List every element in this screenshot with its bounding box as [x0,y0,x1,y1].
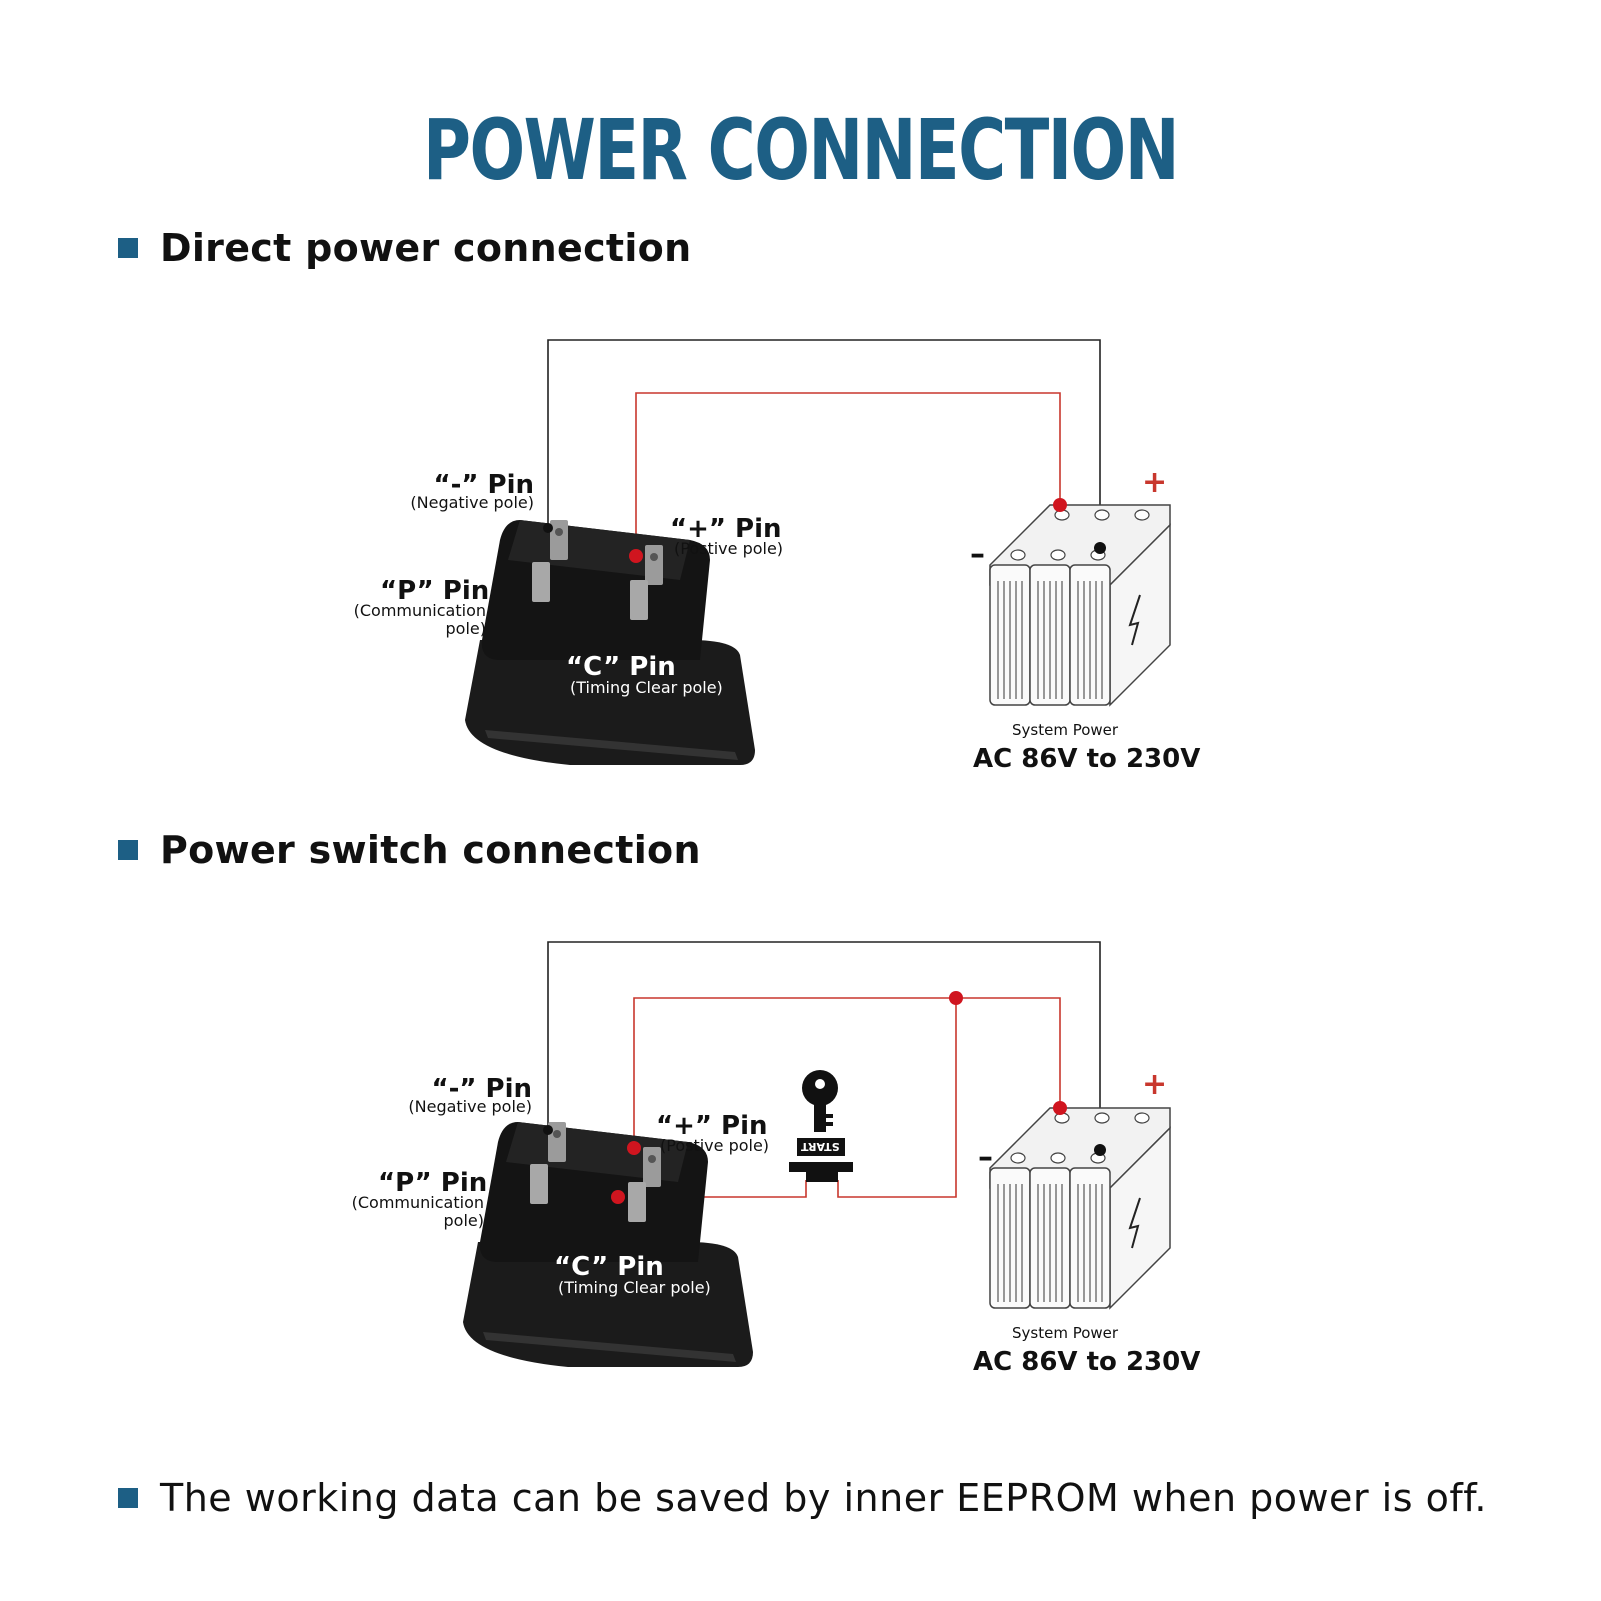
page-title: POWER CONNECTION [423,101,1180,199]
p-pin-sub2: pole) [445,619,486,638]
square-bullet-icon [118,238,138,258]
p-pin-sub1: (Communication [351,1193,484,1212]
neg-pin-sub: (Negative pole) [410,493,534,512]
neg-pin-label: “-” Pin [433,470,535,500]
c-pin-sub: (Timing Clear pole) [558,1278,711,1297]
square-bullet-icon [118,840,138,860]
p-pin-sub2: pole) [443,1211,484,1230]
ignition-key-switch-icon [789,1070,853,1182]
battery-pack-icon [989,1107,1171,1309]
pos-pin-label: “+” Pin [670,514,782,544]
voltage-label: AC 86V to 230V [973,744,1201,774]
p-pin-label: “P” Pin [380,576,490,606]
minus-sign: – [978,1140,993,1175]
system-power-label: System Power [1012,1324,1119,1342]
pos-pin-sub: (Postive pole) [660,1136,770,1155]
voltage-label: AC 86V to 230V [973,1347,1201,1377]
timer-meter-device-icon [463,1122,753,1367]
footer-text: The working data can be saved by inner E… [160,1476,1487,1520]
c-pin-label: “C” Pin [554,1252,664,1282]
neg-pin-label: “-” Pin [431,1074,533,1104]
plus-sign: + [1142,465,1168,500]
footer-note: The working data can be saved by inner E… [118,1476,1487,1520]
section-switch: Power switch connection [118,828,701,872]
section-heading-direct: Direct power connection [160,226,692,270]
battery-pack-icon [989,504,1171,706]
key-start-label: START [801,1140,840,1153]
c-pin-sub: (Timing Clear pole) [570,678,723,697]
p-pin-sub1: (Communication [353,601,486,620]
pos-pin-label: “+” Pin [656,1111,768,1141]
c-pin-label: “C” Pin [566,652,676,682]
section-direct: Direct power connection [118,226,691,270]
system-power-label: System Power [1012,721,1119,739]
minus-sign: – [970,537,985,572]
pos-pin-sub: (Postive pole) [674,539,784,558]
plus-sign: + [1142,1067,1168,1102]
neg-pin-sub: (Negative pole) [408,1097,532,1116]
section-heading-switch: Power switch connection [160,828,701,872]
square-bullet-icon [118,1488,138,1508]
p-pin-label: “P” Pin [378,1168,488,1198]
